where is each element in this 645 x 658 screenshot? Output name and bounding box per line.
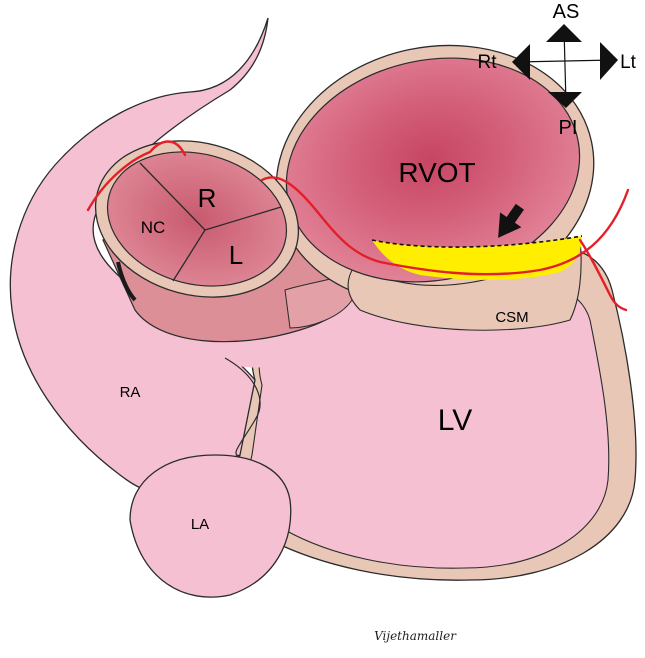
label-rvot: RVOT: [398, 157, 475, 188]
orientation-compass: AS PI Rt Lt: [478, 1, 637, 139]
pointer-arrow-icon: [498, 203, 525, 238]
label-la: LA: [191, 516, 209, 533]
left-atrium: [129, 454, 292, 598]
label-ra: RA: [120, 384, 141, 401]
red-line-annulus: [260, 176, 630, 276]
artist-signature: Vijethamaller: [374, 629, 457, 643]
highlight-dotted-border: [371, 235, 583, 248]
label-cusp-nc: NC: [141, 218, 166, 237]
compass-label-pi: PI: [559, 117, 578, 139]
compass-left-arrow-icon: [512, 44, 530, 80]
label-lv: LV: [438, 404, 472, 437]
red-line-aortic: [86, 140, 187, 212]
label-csm: CSM: [495, 309, 528, 326]
cusp-divider-nc-r: [139, 162, 206, 231]
compass-horizontal-line: [515, 59, 615, 63]
compass-label-as: AS: [553, 1, 580, 23]
label-cusp-l: L: [229, 240, 243, 270]
compass-down-arrow-icon: [548, 92, 582, 108]
aortic-valve-lumen: [106, 151, 288, 287]
cusp-divider-nc-l: [172, 229, 206, 282]
compass-right-arrow-icon: [600, 42, 618, 80]
aortic-root-dark-edge: [116, 261, 137, 302]
csm-region: [347, 239, 582, 331]
septal-line: [224, 357, 261, 457]
compass-label-rt: Rt: [478, 52, 498, 73]
compass-label-lt: Lt: [620, 52, 637, 73]
compass-up-arrow-icon: [546, 24, 582, 42]
label-cusp-r: R: [198, 183, 217, 213]
red-line-csm: [578, 238, 628, 312]
cusp-divider-r-l: [204, 206, 282, 231]
